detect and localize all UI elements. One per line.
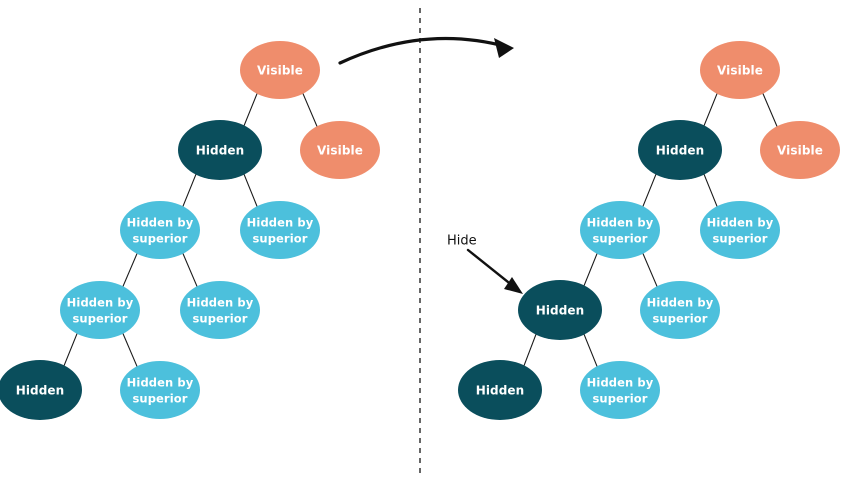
node-label-line2: superior <box>652 312 707 326</box>
tree-edge <box>641 251 659 289</box>
node-ellipse <box>60 281 140 339</box>
tree-node-hidden-by-superior[interactable]: Hidden by superior <box>700 201 780 259</box>
hide-label: Hide <box>447 234 477 249</box>
node-label: Hidden <box>536 304 585 318</box>
node-label-line1: Hidden by <box>247 216 314 230</box>
tree-edge <box>702 91 719 128</box>
node-ellipse <box>580 201 660 259</box>
tree-node-hidden[interactable]: Hidden <box>0 360 82 420</box>
node-ellipse <box>638 120 722 180</box>
node-ellipse <box>178 120 262 180</box>
tree-node-visible[interactable]: Visible <box>300 121 380 179</box>
node-label-line2: superior <box>72 312 127 326</box>
tree-edge <box>301 91 319 129</box>
node-label-line2: superior <box>252 232 307 246</box>
node-label: Hidden <box>196 144 245 158</box>
tree-node-hidden-by-superior[interactable]: Hidden by superior <box>640 281 720 339</box>
node-label-line2: superior <box>132 232 187 246</box>
tree-node-hidden-by-superior[interactable]: Hidden by superior <box>580 201 660 259</box>
node-ellipse <box>700 201 780 259</box>
node-label: Visible <box>317 144 363 158</box>
node-ellipse <box>640 281 720 339</box>
node-label: Hidden <box>16 384 65 398</box>
node-ellipse <box>180 281 260 339</box>
tree-node-hidden-by-superior[interactable]: Hidden by superior <box>120 201 200 259</box>
tree-node-hidden-by-superior[interactable]: Hidden by superior <box>180 281 260 339</box>
tree-node-hidden-by-superior[interactable]: Hidden by superior <box>580 361 660 419</box>
tree-edge <box>522 332 538 368</box>
node-label-line2: superior <box>712 232 767 246</box>
node-ellipse <box>120 361 200 419</box>
node-ellipse <box>580 361 660 419</box>
tree-edge <box>582 251 599 288</box>
node-ellipse <box>700 41 780 99</box>
tree-edge <box>641 172 658 209</box>
node-label-line1: Hidden by <box>127 216 194 230</box>
node-label: Visible <box>257 64 303 78</box>
tree-node-visible[interactable]: Visible <box>700 41 780 99</box>
tree-edge <box>702 172 719 209</box>
tree-edge <box>181 172 198 209</box>
node-ellipse <box>760 121 840 179</box>
node-label-line2: superior <box>592 392 647 406</box>
node-label: Visible <box>717 64 763 78</box>
node-label-line1: Hidden by <box>587 216 654 230</box>
tree-edge <box>761 91 779 129</box>
node-label: Hidden <box>656 144 705 158</box>
node-label-line1: Hidden by <box>187 296 254 310</box>
node-label-line1: Hidden by <box>67 296 134 310</box>
node-ellipse <box>120 201 200 259</box>
tree-edge <box>242 172 259 209</box>
tree-node-visible[interactable]: Visible <box>760 121 840 179</box>
transition-arrow <box>338 36 514 65</box>
hide-arrow-head-icon <box>504 277 523 294</box>
node-label-line2: superior <box>132 392 187 406</box>
tree-node-hidden-by-superior[interactable]: Hidden by superior <box>240 201 320 259</box>
hide-callout: Hide <box>447 234 523 294</box>
node-label-line1: Hidden by <box>587 376 654 390</box>
tree-edge <box>582 332 599 369</box>
node-ellipse <box>458 360 542 420</box>
node-ellipse <box>300 121 380 179</box>
node-label-line1: Hidden by <box>707 216 774 230</box>
node-ellipse <box>240 201 320 259</box>
tree-edge <box>242 91 259 128</box>
node-ellipse <box>0 360 82 420</box>
node-label-line2: superior <box>592 232 647 246</box>
node-ellipse <box>518 280 602 340</box>
tree-node-hidden[interactable]: Hidden <box>458 360 542 420</box>
node-label-line1: Hidden by <box>127 376 194 390</box>
node-label: Hidden <box>476 384 525 398</box>
transition-arrow-head-icon <box>494 38 514 58</box>
node-ellipse <box>240 41 320 99</box>
tree-edge <box>62 331 79 368</box>
node-label-line2: superior <box>192 312 247 326</box>
after-tree-edges <box>522 91 779 369</box>
tree-edge <box>121 251 139 289</box>
tree-node-hidden[interactable]: Hidden <box>638 120 722 180</box>
tree-node-hidden-by-superior[interactable]: Hidden by superior <box>60 281 140 339</box>
tree-edge <box>181 251 199 289</box>
before-tree-edges <box>62 91 319 369</box>
tree-node-visible[interactable]: Visible <box>240 41 320 99</box>
node-label: Visible <box>777 144 823 158</box>
tree-node-hidden[interactable]: Hidden <box>178 120 262 180</box>
tree-node-hidden-by-superior[interactable]: Hidden by superior <box>120 361 200 419</box>
node-label-line1: Hidden by <box>647 296 714 310</box>
tree-node-hidden[interactable]: Hidden <box>518 280 602 340</box>
tree-edge <box>121 331 139 369</box>
transition-arrow-curve <box>338 36 510 65</box>
